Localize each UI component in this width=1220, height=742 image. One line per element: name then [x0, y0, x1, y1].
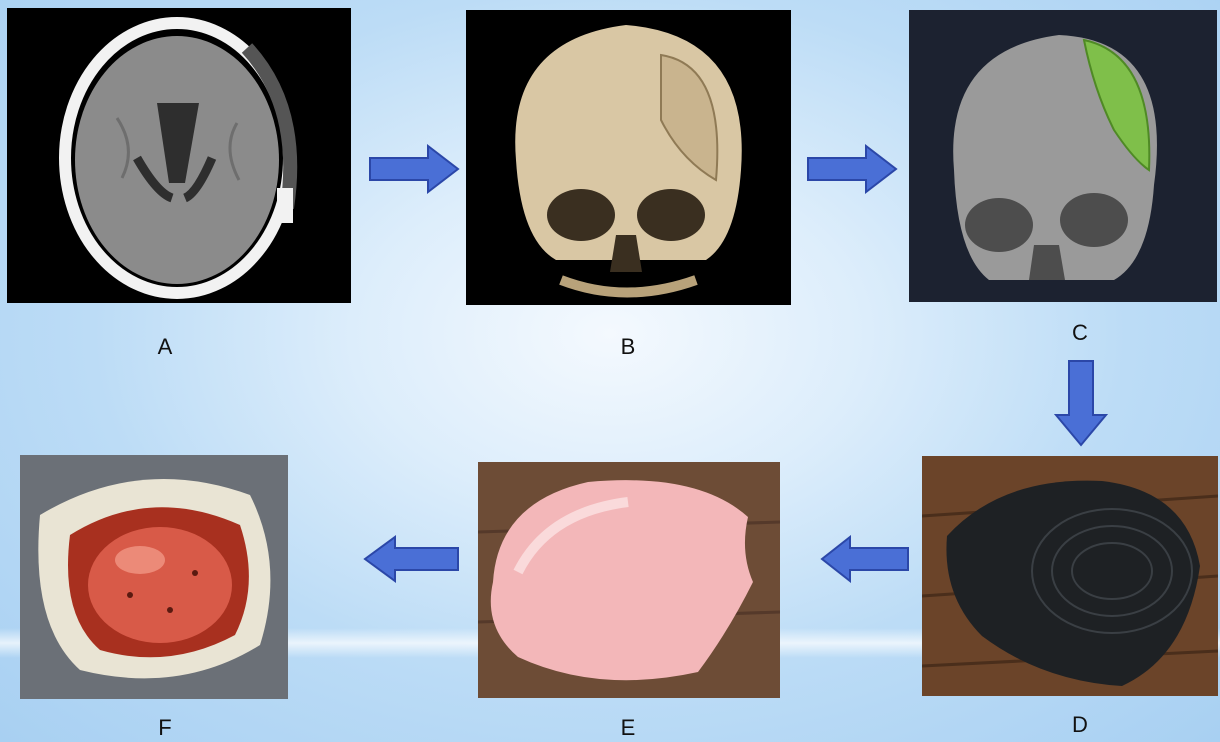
left-arrow-icon	[820, 535, 910, 583]
implant-design-model-image	[909, 10, 1217, 302]
panel-label-e: E	[608, 715, 648, 741]
surgical-implantation-image	[20, 455, 288, 699]
panel-label-a: A	[145, 334, 185, 360]
skull-3d-reconstruction-image	[466, 10, 791, 305]
left-arrow-icon	[363, 535, 460, 583]
printed-mold-image	[922, 456, 1218, 696]
cranial-implant-image	[478, 462, 780, 698]
ct-scan-image	[7, 8, 351, 303]
panel-label-d: D	[1060, 712, 1100, 738]
panel-label-b: B	[608, 334, 648, 360]
right-arrow-icon	[368, 144, 460, 194]
down-arrow-icon	[1054, 359, 1108, 447]
panel-label-c: C	[1060, 320, 1100, 346]
panel-label-f: F	[145, 715, 185, 741]
right-arrow-icon	[806, 144, 898, 194]
